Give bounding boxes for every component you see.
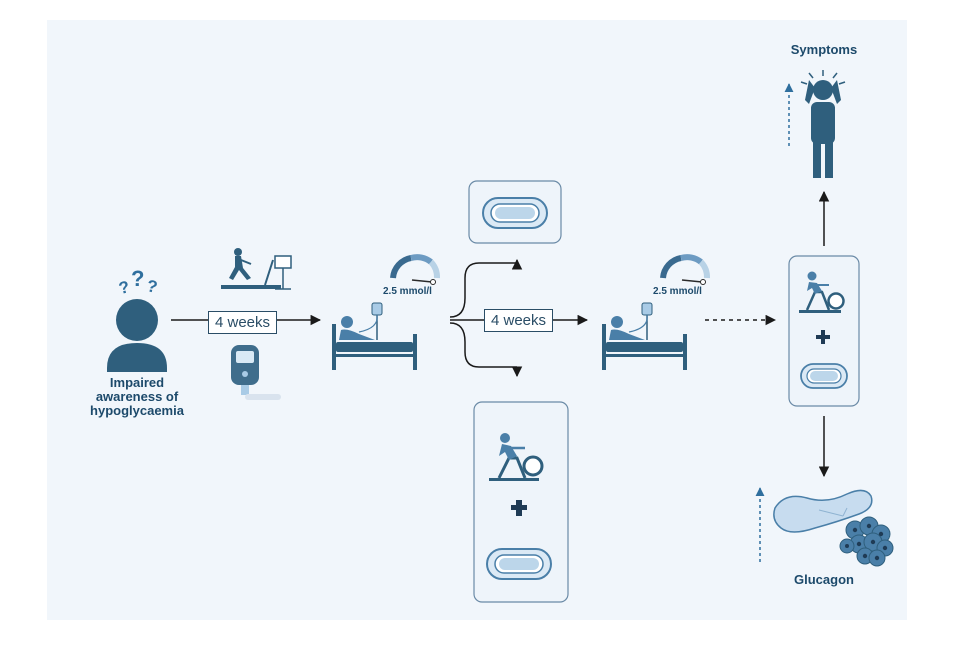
cgm-only-box	[468, 180, 562, 244]
duration-label-1: 4 weeks	[208, 311, 278, 334]
pancreas-icon	[773, 489, 894, 567]
diagram-canvas: ? ? ?	[47, 20, 907, 620]
exercise-plus-cgm-box	[473, 401, 569, 603]
symptoms-label: Symptoms	[790, 42, 858, 57]
hospital-bed-patient-icon	[602, 302, 687, 370]
hospital-bed-patient-icon	[332, 302, 417, 370]
plus-icon	[511, 500, 527, 516]
stressed-person-icon	[800, 70, 846, 178]
svg-text:?: ?	[117, 277, 131, 298]
cgm-sensor-icon	[800, 363, 848, 389]
question-marks-icon: ? ? ?	[117, 266, 159, 298]
outcome-box	[788, 255, 860, 407]
person-icon	[107, 299, 167, 372]
cgm-sensor-icon	[482, 197, 548, 229]
glucose-level-label-2: 2.5 mmol/l	[653, 286, 702, 297]
treadmill-test-icon	[221, 248, 292, 290]
cgm-sensor-icon	[486, 548, 552, 580]
glucose-gauge-icon	[660, 254, 710, 285]
svg-text:?: ?	[131, 266, 144, 291]
svg-text:?: ?	[145, 276, 159, 297]
glucose-level-label-1: 2.5 mmol/l	[383, 286, 432, 297]
plus-icon	[816, 330, 830, 344]
glucose-gauge-icon	[390, 254, 440, 285]
glucometer-icon	[231, 345, 281, 400]
exercise-bike-icon	[799, 271, 845, 313]
exercise-bike-icon	[489, 433, 544, 481]
glucagon-label: Glucagon	[794, 572, 854, 587]
duration-label-2: 4 weeks	[484, 309, 554, 332]
impaired-awareness-label: Impaired awareness of hypoglycaemia	[90, 375, 184, 418]
